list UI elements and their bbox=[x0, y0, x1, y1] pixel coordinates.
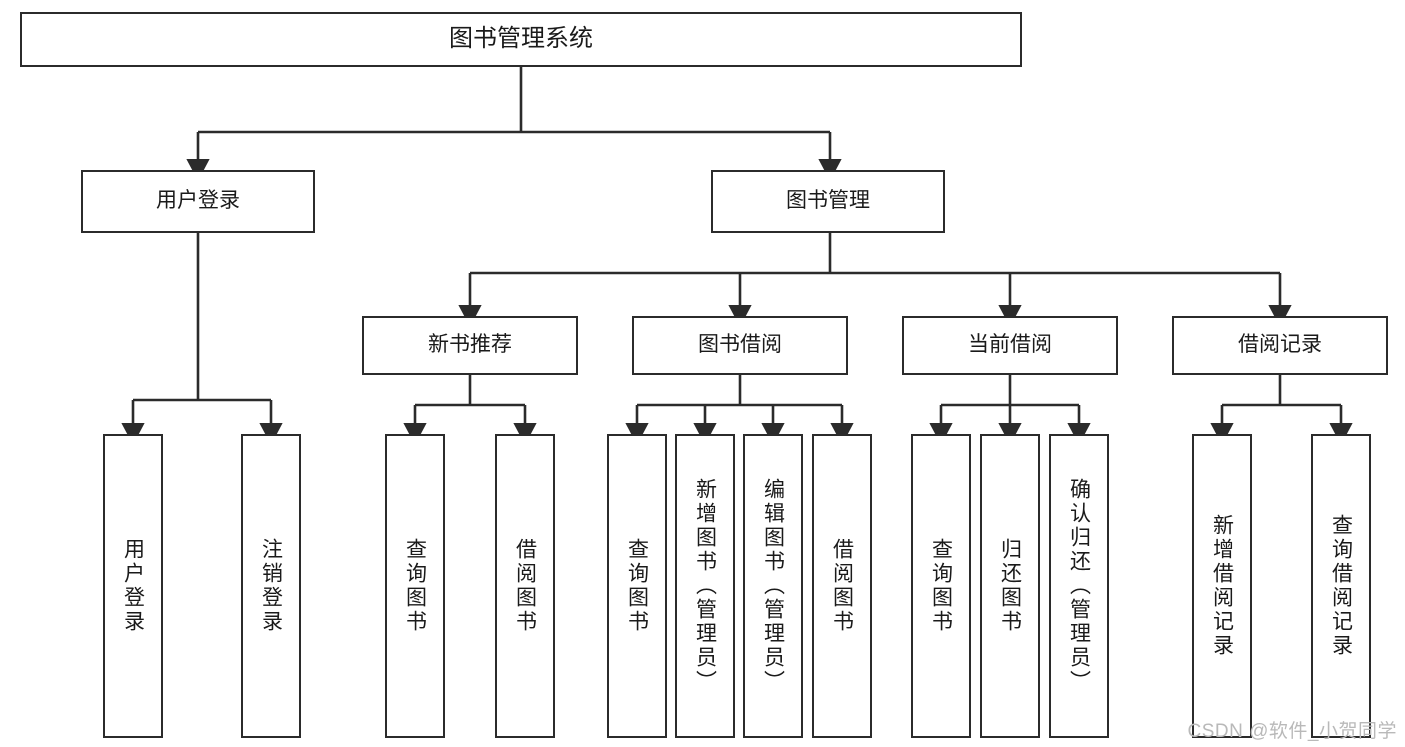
node-label: 查询图书 bbox=[403, 538, 427, 634]
node-label: 注销登录 bbox=[259, 538, 283, 634]
node-label: 新增借阅记录 bbox=[1210, 514, 1234, 658]
node-current-borrowing[interactable]: 当前借阅 bbox=[902, 316, 1118, 375]
node-book-management[interactable]: 图书管理 bbox=[711, 170, 945, 233]
leaf-user-login[interactable]: 用户登录 bbox=[103, 434, 163, 738]
watermark: CSDN @软件_小贺同学 bbox=[1187, 721, 1397, 742]
node-label: 图书管理系统 bbox=[449, 25, 593, 53]
node-book-borrowing[interactable]: 图书借阅 bbox=[632, 316, 848, 375]
node-label: 当前借阅 bbox=[968, 333, 1052, 357]
node-label: 图书管理 bbox=[786, 189, 870, 213]
leaf-confirm-return-admin[interactable]: 确认归还（管理员） bbox=[1049, 434, 1109, 738]
leaf-add-borrow-record[interactable]: 新增借阅记录 bbox=[1192, 434, 1252, 738]
node-user-login[interactable]: 用户登录 bbox=[81, 170, 315, 233]
node-root-book-management-system[interactable]: 图书管理系统 bbox=[20, 12, 1022, 67]
leaf-borrow-books-newbook[interactable]: 借阅图书 bbox=[495, 434, 555, 738]
node-label: 确认归还（管理员） bbox=[1067, 478, 1091, 694]
node-label: 新增图书（管理员） bbox=[693, 478, 717, 694]
leaf-borrow-books[interactable]: 借阅图书 bbox=[812, 434, 872, 738]
node-label: 借阅图书 bbox=[513, 538, 537, 634]
node-label: 图书借阅 bbox=[698, 333, 782, 357]
leaf-logout[interactable]: 注销登录 bbox=[241, 434, 301, 738]
leaf-add-book-admin[interactable]: 新增图书（管理员） bbox=[675, 434, 735, 738]
node-label: 借阅记录 bbox=[1238, 333, 1322, 357]
node-label: 用户登录 bbox=[121, 538, 145, 634]
node-new-book-recommendation[interactable]: 新书推荐 bbox=[362, 316, 578, 375]
node-label: 编辑图书（管理员） bbox=[761, 478, 785, 694]
node-label: 查询图书 bbox=[625, 538, 649, 634]
leaf-query-books-borrow[interactable]: 查询图书 bbox=[607, 434, 667, 738]
leaf-query-books-current[interactable]: 查询图书 bbox=[911, 434, 971, 738]
leaf-query-books-newbook[interactable]: 查询图书 bbox=[385, 434, 445, 738]
node-borrowing-records[interactable]: 借阅记录 bbox=[1172, 316, 1388, 375]
node-label: 查询借阅记录 bbox=[1329, 514, 1353, 658]
leaf-query-borrow-record[interactable]: 查询借阅记录 bbox=[1311, 434, 1371, 738]
node-label: 查询图书 bbox=[929, 538, 953, 634]
node-label: 借阅图书 bbox=[830, 538, 854, 634]
leaf-edit-book-admin[interactable]: 编辑图书（管理员） bbox=[743, 434, 803, 738]
node-label: 新书推荐 bbox=[428, 333, 512, 357]
leaf-return-books[interactable]: 归还图书 bbox=[980, 434, 1040, 738]
node-label: 归还图书 bbox=[998, 538, 1022, 634]
node-label: 用户登录 bbox=[156, 189, 240, 213]
